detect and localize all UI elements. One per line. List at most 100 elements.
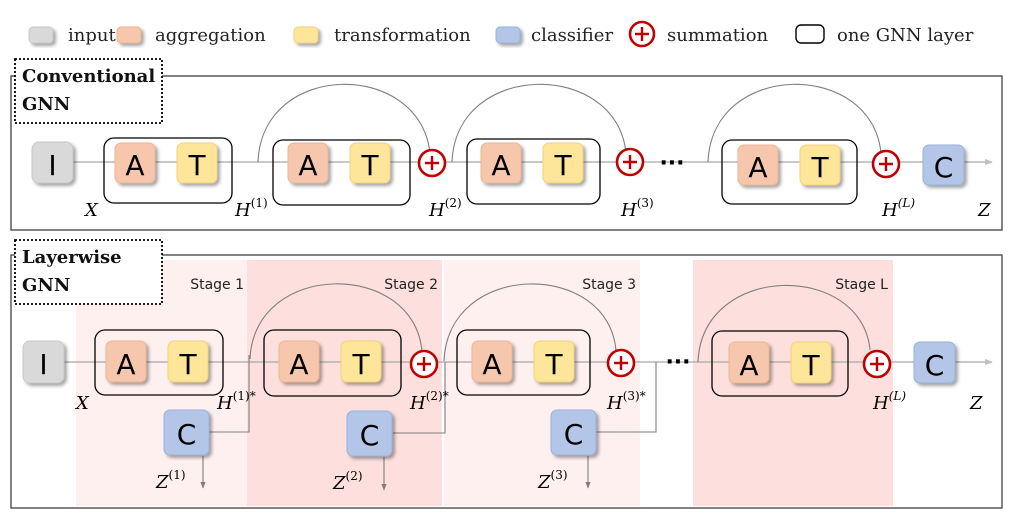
stage-label: Stage L [835, 277, 888, 293]
transformation-swatch-icon [293, 26, 319, 44]
svg-text:A: A [739, 349, 758, 382]
label-z: Z [969, 393, 983, 414]
aggregation-block: A [114, 142, 156, 184]
conventional-frame [10, 75, 1003, 231]
gnn-layer-box [711, 330, 849, 397]
svg-text:T: T [801, 349, 820, 382]
svg-text:C: C [177, 418, 197, 451]
svg-text:I: I [39, 348, 47, 381]
classifier-block: C [922, 144, 965, 186]
label-h1: H(1) [234, 196, 268, 221]
conventional-title: Conventional GNN [22, 66, 161, 115]
conventional-title-box [14, 58, 163, 124]
summation-icon [615, 147, 645, 177]
gnn-layer-outline-icon [795, 24, 825, 44]
svg-text:A: A [482, 348, 501, 381]
summation-icon [409, 349, 439, 379]
svg-text:A: A [289, 348, 308, 381]
transformation-block: T [542, 142, 584, 184]
svg-text:T: T [544, 348, 563, 381]
layerwise-title-box [14, 239, 163, 305]
svg-text:A: A [125, 149, 144, 182]
residual-arc [451, 83, 627, 163]
gnn-layer-box [456, 329, 591, 396]
label-h1: H(1)* [216, 389, 256, 414]
aggregation-swatch-icon [116, 26, 142, 44]
aggregation-block: A [480, 142, 522, 184]
svg-text:A: A [491, 149, 510, 182]
gnn-layer-box [272, 139, 411, 206]
summation-icon [417, 148, 447, 178]
aggregation-block: A [471, 340, 513, 383]
svg-text:T: T [360, 149, 379, 182]
input-swatch-icon [28, 26, 54, 44]
label-z2: Z(2) [332, 469, 363, 494]
transformation-block: T [799, 144, 841, 186]
transformation-block: T [167, 340, 209, 383]
ellipsis: ··· [659, 151, 684, 176]
classifier-block: C [346, 410, 393, 457]
summation-icon [862, 349, 892, 379]
stage-band-L [693, 260, 893, 506]
branch-line [393, 362, 446, 434]
label-h3: H(3) [620, 196, 654, 221]
input-block: I [22, 340, 65, 384]
svg-text:A: A [298, 149, 317, 182]
svg-text:T: T [553, 149, 572, 182]
svg-text:I: I [48, 149, 56, 182]
legend-item-input: input [28, 25, 116, 46]
svg-text:T: T [810, 151, 829, 184]
legend-item-aggregation: aggregation [116, 25, 266, 46]
residual-arc [257, 83, 431, 163]
legend-label: one GNN layer [837, 25, 974, 46]
label-z3: Z(3) [537, 468, 568, 493]
aggregation-block: A [728, 341, 770, 384]
gnn-layer-box [94, 329, 224, 396]
legend-label: input [68, 25, 116, 46]
transformation-block: T [176, 142, 218, 184]
stage-band-3 [444, 260, 640, 506]
aggregation-block: A [278, 340, 320, 383]
label-hL: H(L) [881, 196, 915, 221]
ellipsis: ··· [665, 350, 690, 375]
label-hL: H(L) [872, 389, 906, 414]
label-x: X [74, 393, 90, 414]
stage-band-2 [247, 260, 442, 506]
layerwise-title: Layerwise GNN [22, 247, 128, 296]
stage-label: Stage 2 [384, 277, 438, 293]
svg-text:A: A [748, 151, 767, 184]
summation-icon [628, 20, 656, 48]
aggregation-block: A [105, 340, 147, 383]
aggregation-block: A [737, 144, 779, 186]
summation-icon [871, 149, 901, 179]
legend-label: aggregation [155, 25, 266, 46]
svg-text:C: C [934, 151, 954, 184]
classifier-block: C [913, 341, 956, 384]
legend: input aggregation transformation classif… [28, 20, 974, 48]
transformation-block: T [349, 142, 391, 184]
legend-label: transformation [334, 25, 471, 46]
stage-label: Stage 3 [582, 277, 636, 293]
layerwise-frame [10, 254, 1003, 509]
gnn-layer-box [103, 137, 233, 204]
legend-item-summation: summation [628, 20, 769, 48]
residual-arc [443, 283, 617, 362]
classifier-block: C [163, 409, 210, 456]
gnn-layer-box [466, 138, 601, 205]
label-h2: H(2) [428, 196, 462, 221]
summation-icon [606, 348, 636, 378]
aggregation-block: A [287, 142, 329, 184]
label-h3: H(3)* [606, 389, 646, 414]
residual-arc [249, 283, 423, 360]
conventional-panel: Conventional GNN I A T A [10, 58, 1003, 231]
svg-text:T: T [351, 348, 370, 381]
svg-text:T: T [178, 348, 197, 381]
input-block: I [31, 141, 74, 184]
label-z1: Z(1) [155, 468, 186, 493]
transformation-block: T [340, 340, 382, 383]
transformation-block: T [790, 341, 832, 384]
legend-item-transformation: transformation [293, 25, 471, 46]
stage-label: Stage 1 [190, 277, 244, 293]
svg-text:C: C [360, 419, 380, 452]
